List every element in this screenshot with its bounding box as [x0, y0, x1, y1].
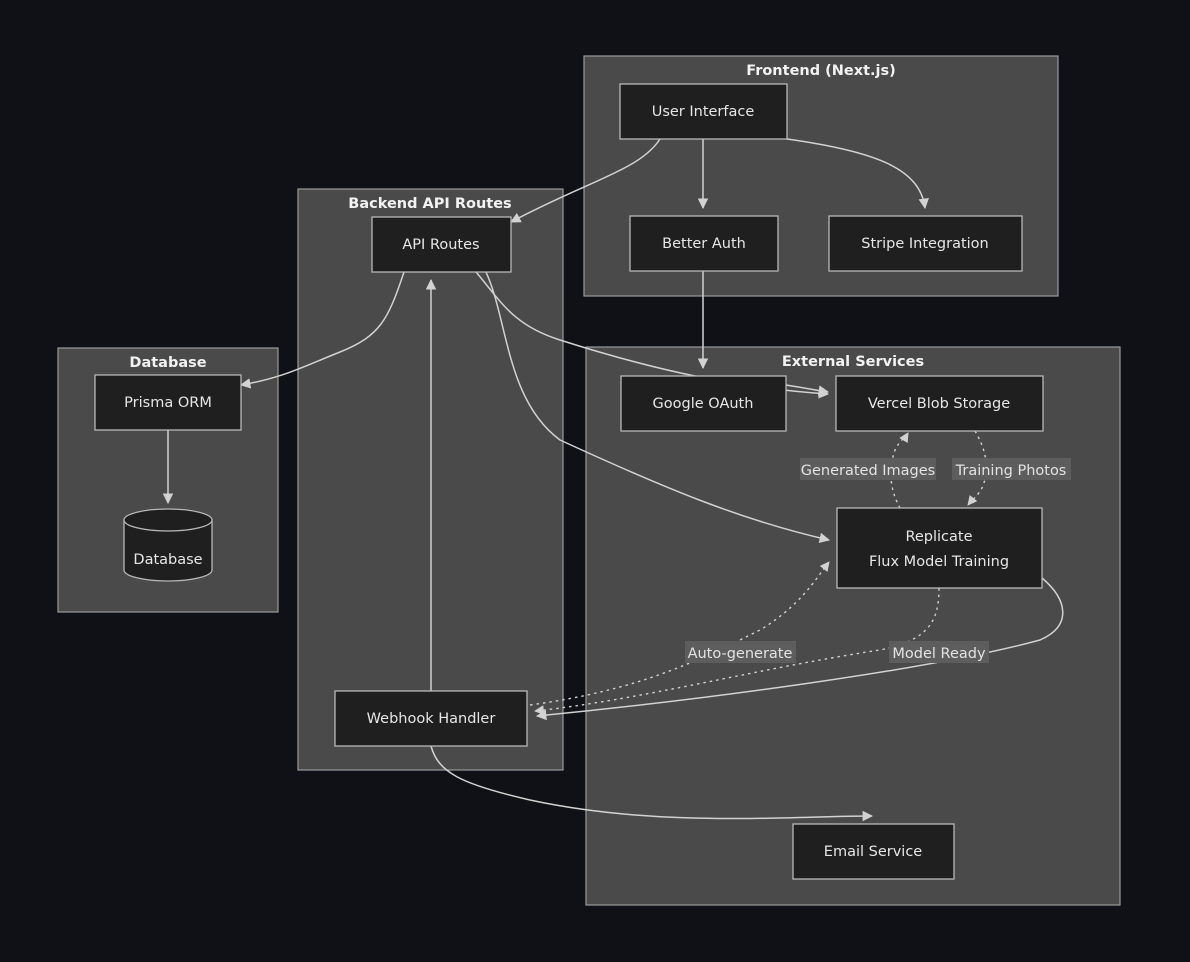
edge-label-model-ready: Model Ready — [889, 641, 989, 663]
node-database-label: Database — [133, 552, 202, 568]
node-replicate-label-line1: Replicate — [905, 529, 972, 545]
edge-label-auto-generate-bg — [685, 641, 796, 663]
node-prisma-orm[interactable]: Prisma ORM — [94, 374, 242, 431]
node-email-service-label: Email Service — [824, 844, 923, 860]
edge-label-generated-images: Generated Images — [800, 458, 936, 480]
edge-replicate-to-webhook-model-ready — [534, 587, 940, 715]
edge-api-routes-to-prisma — [239, 271, 405, 389]
node-user-interface-rect[interactable] — [619, 83, 788, 140]
edge-label-training-photos: Training Photos — [952, 458, 1071, 480]
edge-label-model-ready-bg — [889, 641, 989, 663]
node-replicate-label-line2: Flux Model Training — [869, 554, 1009, 570]
node-prisma-orm-label: Prisma ORM — [124, 395, 212, 411]
cluster-external-title: External Services — [782, 354, 924, 370]
node-webhook-handler-rect[interactable] — [334, 690, 528, 747]
node-stripe-integration-label: Stripe Integration — [861, 236, 989, 252]
node-better-auth[interactable]: Better Auth — [629, 215, 779, 272]
node-google-oauth-rect[interactable] — [620, 375, 787, 432]
edge-label-auto-generate-text: Auto-generate — [688, 646, 793, 662]
node-api-routes-rect[interactable] — [371, 216, 512, 273]
edge-label-training-photos-bg — [952, 458, 1071, 480]
cluster-frontend-title: Frontend (Next.js) — [746, 63, 896, 79]
edge-label-training-photos-text: Training Photos — [955, 463, 1067, 479]
node-email-service-rect[interactable] — [792, 823, 955, 880]
database-cylinder-body[interactable] — [123, 519, 213, 582]
node-stripe-integration[interactable]: Stripe Integration — [828, 215, 1023, 272]
edge-webhook-to-email-service — [430, 745, 874, 822]
cluster-external-rect — [585, 346, 1121, 906]
node-database-cylinder[interactable]: Database — [123, 508, 213, 582]
node-api-routes[interactable]: API Routes — [371, 216, 512, 273]
cluster-backend-title: Backend API Routes — [348, 196, 511, 212]
edge-api-routes-to-replicate — [485, 271, 831, 544]
node-email-service[interactable]: Email Service — [792, 823, 955, 880]
edges-layer — [162, 138, 1064, 822]
database-cylinder-top — [123, 508, 213, 532]
node-webhook-handler-label: Webhook Handler — [367, 711, 496, 727]
edge-label-model-ready-text: Model Ready — [892, 646, 986, 662]
node-better-auth-label: Better Auth — [662, 236, 746, 252]
edge-label-generated-images-text: Generated Images — [801, 463, 936, 479]
node-replicate-rect[interactable] — [836, 507, 1043, 589]
node-replicate[interactable]: Replicate Flux Model Training — [836, 507, 1043, 589]
node-google-oauth-label: Google OAuth — [653, 396, 754, 412]
node-prisma-orm-rect[interactable] — [94, 374, 242, 431]
edge-replicate-to-blob-generated-images — [890, 432, 909, 509]
edge-label-generated-images-bg — [800, 458, 936, 480]
edge-ui-to-stripe — [786, 138, 929, 210]
node-user-interface-label: User Interface — [652, 104, 755, 120]
node-user-interface[interactable]: User Interface — [619, 83, 788, 140]
edge-label-auto-generate: Auto-generate — [685, 641, 796, 663]
cluster-external: External Services — [585, 346, 1121, 906]
node-webhook-handler[interactable]: Webhook Handler — [334, 690, 528, 747]
edge-google-oauth-to-blob-storage — [785, 384, 830, 396]
edge-ui-to-api-routes — [510, 138, 661, 223]
node-google-oauth[interactable]: Google OAuth — [620, 375, 787, 432]
node-vercel-blob-storage[interactable]: Vercel Blob Storage — [835, 375, 1044, 432]
cluster-database-title: Database — [129, 355, 206, 371]
node-vercel-blob-storage-label: Vercel Blob Storage — [868, 396, 1010, 412]
node-stripe-integration-rect[interactable] — [828, 215, 1023, 272]
node-better-auth-rect[interactable] — [629, 215, 779, 272]
node-vercel-blob-storage-rect[interactable] — [835, 375, 1044, 432]
node-api-routes-label: API Routes — [402, 237, 479, 253]
